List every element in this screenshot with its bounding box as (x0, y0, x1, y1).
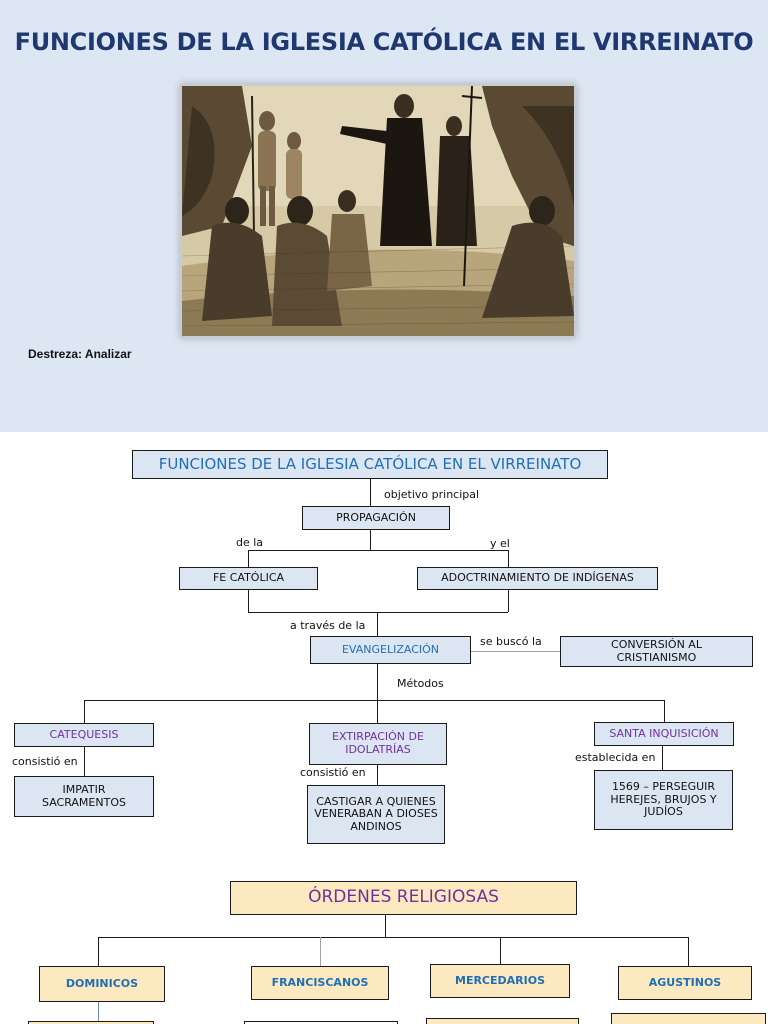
link-label-se-busco: se buscó la (480, 635, 542, 648)
connector (98, 937, 99, 966)
connector (377, 700, 378, 723)
connector (508, 590, 509, 612)
connector (320, 937, 321, 966)
connector (248, 550, 249, 567)
connector (84, 747, 85, 776)
connector (98, 937, 688, 938)
idolatry-extirpation-box: EXTIRPACIÓN DE IDOLATRÍAS (309, 723, 447, 765)
connector (84, 700, 664, 701)
order-augustinians: AGUSTINOS (618, 966, 752, 1000)
page-title: FUNCIONES DE LA IGLESIA CATÓLICA EN EL V… (14, 28, 754, 56)
link-label-consisted-1: consistió en (12, 755, 78, 768)
connector (664, 700, 665, 723)
missionary-engraving-image (180, 84, 576, 338)
connector (377, 612, 378, 636)
connector (377, 765, 378, 785)
mercedarians-detail-box (426, 1018, 579, 1024)
catechesis-box: CATEQUESIS (14, 723, 154, 747)
dominicans-detail-box (28, 1021, 154, 1024)
catholic-faith-box: FE CATÓLICA (179, 567, 318, 590)
order-dominicans: DOMINICOS (39, 966, 165, 1002)
link-label-y-el: y el (490, 537, 510, 550)
sacraments-box: IMPATIR SACRAMENTOS (14, 776, 154, 817)
connector (662, 746, 663, 770)
punish-box: CASTIGAR A QUIENES VENERABAN A DIOSES AN… (307, 785, 445, 844)
connector (98, 1002, 99, 1024)
connector (500, 937, 501, 964)
religious-orders-title: ÓRDENES RELIGIOSAS (230, 881, 577, 915)
link-label-established: establecida en (575, 751, 656, 764)
connector (84, 700, 85, 723)
order-mercedarians: MERCEDARIOS (430, 964, 570, 998)
title-slide: FUNCIONES DE LA IGLESIA CATÓLICA EN EL V… (0, 0, 768, 432)
functions-map-title: FUNCIONES DE LA IGLESIA CATÓLICA EN EL V… (132, 450, 608, 479)
connector (377, 664, 378, 700)
connector (470, 651, 560, 652)
connector (508, 550, 509, 567)
connector (385, 915, 386, 937)
connector (688, 937, 689, 966)
franciscans-detail-box (244, 1021, 398, 1024)
link-label-a-traves: a través de la (290, 619, 366, 632)
connector (248, 550, 508, 551)
link-label-consisted-2: consistió en (300, 766, 366, 779)
conversion-box: CONVERSIÓN AL CRISTIANISMO (560, 636, 753, 667)
connector (370, 530, 371, 550)
connector (248, 590, 249, 612)
skill-label: Destreza: Analizar (28, 347, 132, 361)
connector (248, 612, 508, 613)
connector (370, 478, 371, 507)
holy-inquisition-box: SANTA INQUISICIÓN (594, 722, 734, 746)
link-label-methods: Métodos (397, 677, 444, 690)
persecute-box: 1569 – PERSEGUIR HEREJES, BRUJOS Y JUDÍO… (594, 770, 733, 830)
link-label-de-la: de la (236, 536, 264, 549)
order-franciscans: FRANCISCANOS (251, 966, 389, 1000)
propagation-box: PROPAGACIÓN (302, 506, 450, 530)
indoctrination-box: ADOCTRINAMIENTO DE INDÍGENAS (417, 567, 658, 590)
link-label-objective: objetivo principal (384, 488, 480, 501)
augustinians-detail-box (611, 1013, 766, 1024)
evangelization-box: EVANGELIZACIÓN (310, 636, 471, 664)
